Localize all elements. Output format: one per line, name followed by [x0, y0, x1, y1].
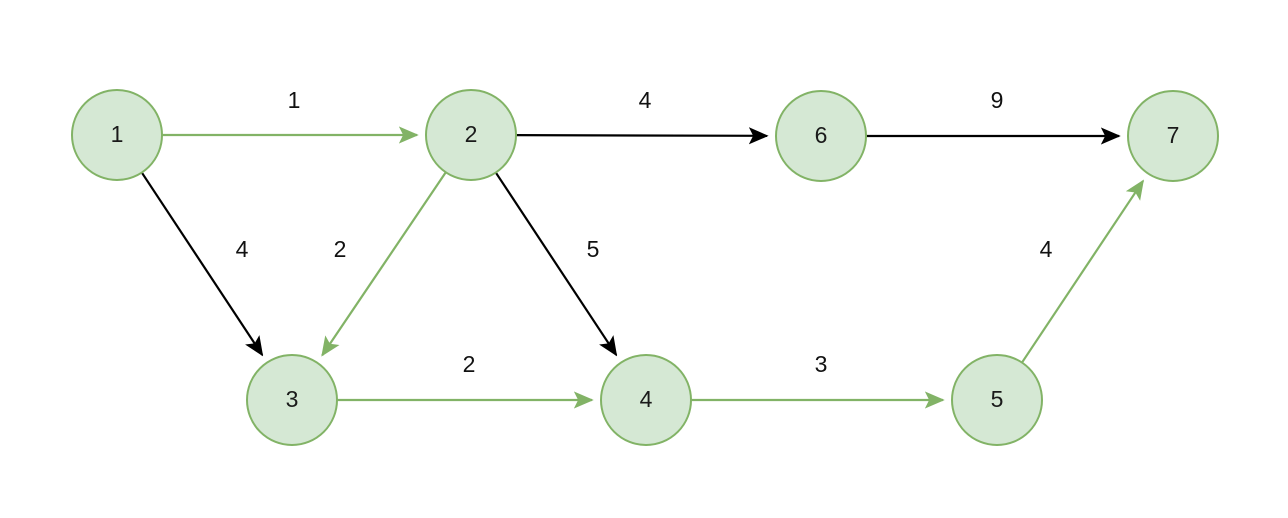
node-circle-1[interactable] — [71, 89, 163, 181]
node-circle-6[interactable] — [775, 90, 867, 182]
edge-weight-1-2: 1 — [288, 87, 301, 113]
edge-weight-2-4: 5 — [587, 236, 600, 262]
edge-1-to-3[interactable] — [140, 171, 264, 357]
node-7[interactable]: 7 — [1127, 90, 1219, 182]
node-6[interactable]: 6 — [775, 90, 867, 182]
node-3[interactable]: 3 — [246, 354, 338, 446]
node-circle-5[interactable] — [951, 354, 1043, 446]
edge-labels-layer: 1 4 2 5 4 2 3 4 9 — [236, 87, 1053, 377]
edge-weight-1-3: 4 — [236, 236, 249, 262]
node-2[interactable]: 2 — [425, 89, 517, 181]
node-4[interactable]: 4 — [600, 354, 692, 446]
edges-layer — [140, 126, 1144, 409]
node-5[interactable]: 5 — [951, 354, 1043, 446]
node-1[interactable]: 1 — [71, 89, 163, 181]
edge-2-to-6[interactable] — [515, 127, 769, 145]
edge-2-to-4[interactable] — [494, 171, 618, 357]
edge-weight-6-7: 9 — [991, 87, 1004, 113]
edge-weight-2-6: 4 — [639, 87, 652, 113]
edge-weight-2-3: 2 — [334, 236, 347, 262]
edge-weight-4-5: 3 — [815, 351, 828, 377]
node-circle-7[interactable] — [1127, 90, 1219, 182]
node-circle-3[interactable] — [246, 354, 338, 446]
nodes-layer: 1 2 3 4 5 6 7 — [71, 89, 1219, 446]
edge-weight-3-4: 2 — [463, 351, 476, 377]
edge-weight-5-7: 4 — [1040, 236, 1053, 262]
edge-5-to-7[interactable] — [1021, 179, 1144, 364]
edge-2-to-3[interactable] — [321, 171, 447, 357]
node-circle-2[interactable] — [425, 89, 517, 181]
node-circle-4[interactable] — [600, 354, 692, 446]
